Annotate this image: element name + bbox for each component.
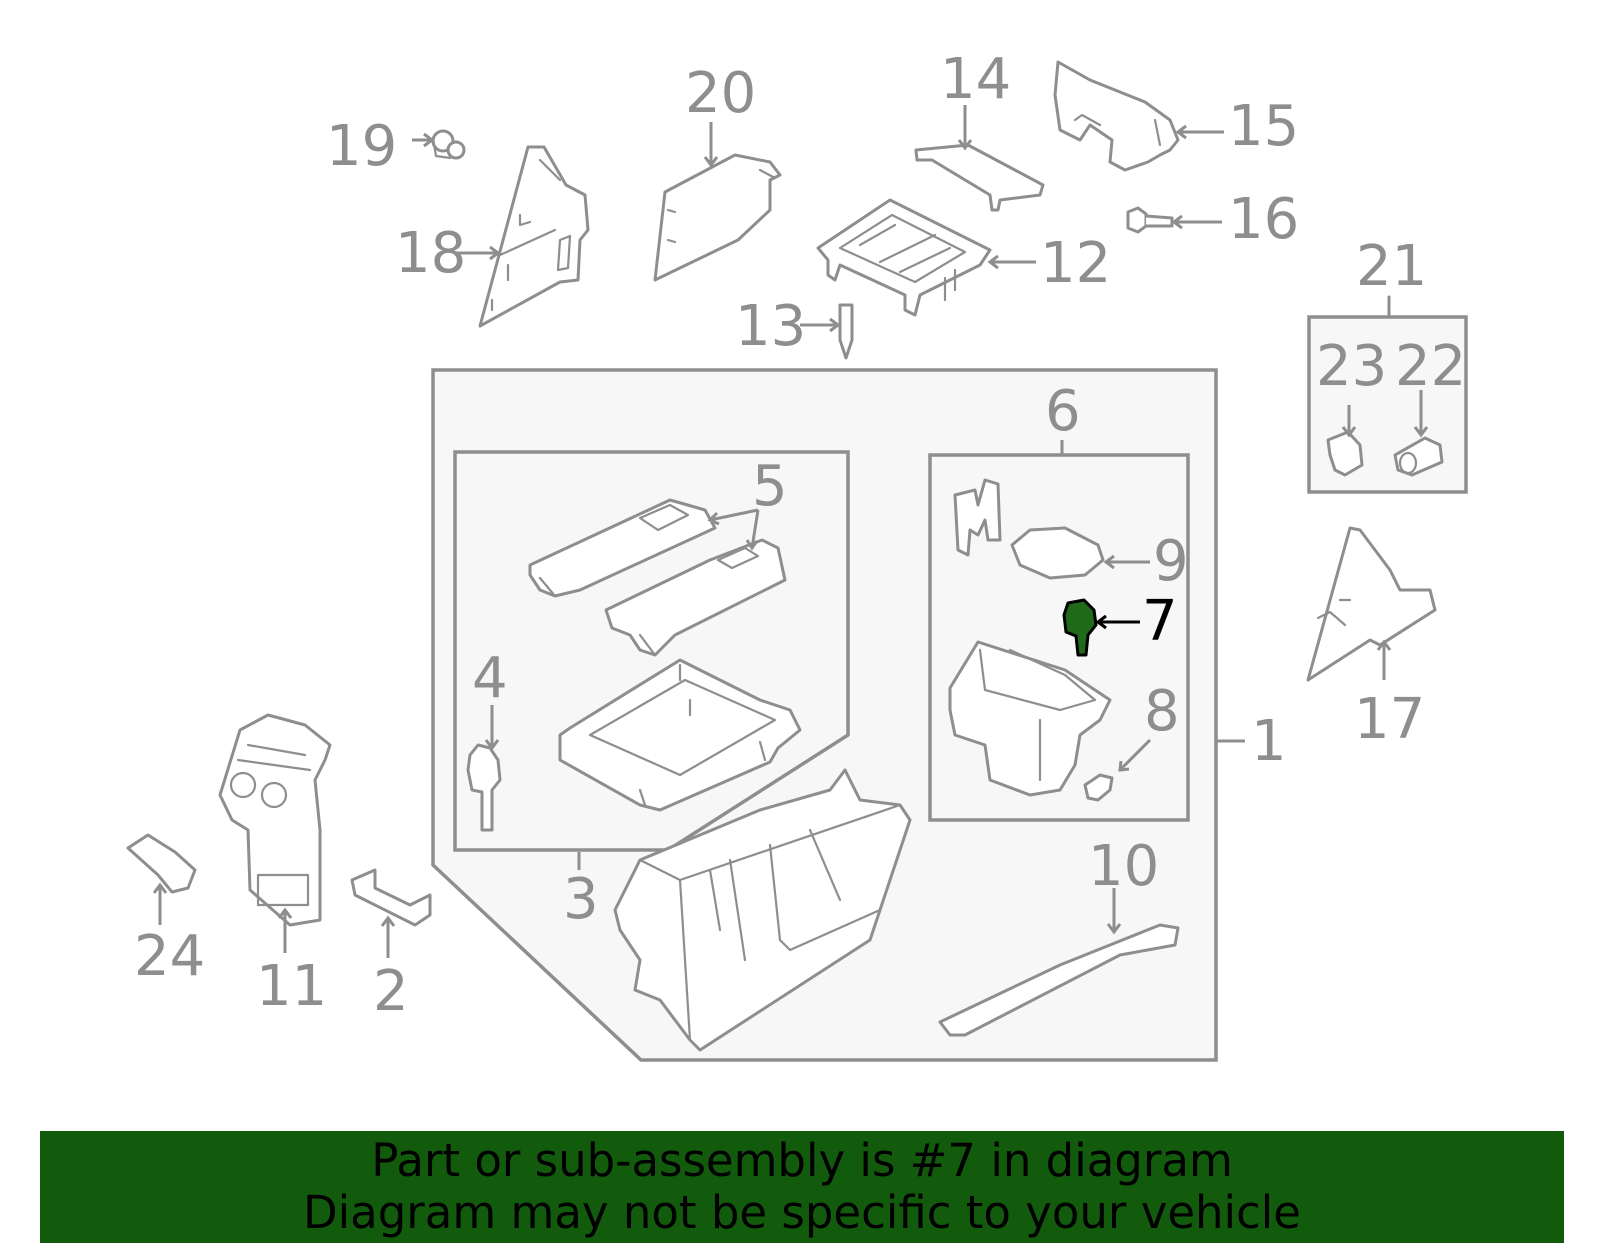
callout-7: 7	[1142, 589, 1178, 654]
callout-24: 24	[134, 924, 205, 989]
banner-line-2: Diagram may not be specific to your vehi…	[303, 1186, 1301, 1239]
part-20-panel	[653, 153, 782, 282]
info-banner: Part or sub-assembly is #7 in diagram Di…	[40, 1131, 1564, 1243]
part-1-console-body	[613, 768, 912, 1052]
part-15-bracket	[1053, 60, 1180, 172]
callout-10: 10	[1088, 834, 1159, 899]
callout-20: 20	[685, 61, 756, 126]
callout-11: 11	[256, 954, 327, 1019]
callout-6: 6	[1045, 379, 1081, 444]
callout-16: 16	[1228, 187, 1299, 252]
callout-23: 23	[1316, 334, 1387, 399]
banner-line-1: Part or sub-assembly is #7 in diagram	[371, 1134, 1233, 1187]
part-5-armrest-lids	[528, 498, 787, 657]
callout-3: 3	[563, 867, 599, 932]
callout-21: 21	[1356, 234, 1427, 299]
part-22-socket	[1393, 436, 1444, 477]
callout-8: 8	[1144, 679, 1180, 744]
part-3-armrest-base	[558, 658, 802, 812]
part-13-clip	[838, 303, 854, 360]
callout-13: 13	[735, 294, 806, 359]
callout-5: 5	[752, 454, 788, 519]
part-24-switch	[126, 833, 197, 894]
part-6-holder-bracket	[953, 478, 1002, 557]
callout-17: 17	[1354, 687, 1425, 752]
callout-15: 15	[1228, 94, 1299, 159]
callout-4: 4	[472, 646, 508, 711]
callout-2: 2	[373, 959, 409, 1024]
part-10-trim-strip	[938, 923, 1180, 1037]
part-17-side-panel	[1306, 526, 1437, 682]
part-18-side-panel	[478, 145, 590, 328]
callout-19: 19	[326, 114, 397, 179]
callout-14: 14	[940, 47, 1011, 112]
part-4-knob	[466, 743, 502, 832]
part-7-highlighted[interactable]	[1062, 598, 1098, 657]
callout-18: 18	[395, 221, 466, 286]
part-6-cupholder-body	[948, 640, 1112, 797]
part-8-clip	[1083, 773, 1114, 802]
callout-1: 1	[1251, 709, 1287, 774]
part-19-clip	[431, 129, 466, 160]
part-11-rear-vent	[218, 713, 332, 927]
callout-22: 22	[1395, 334, 1466, 399]
callout-labels: 19 18 20 14 15 16 12 13 21 23 22 6 5 9 7…	[134, 47, 1466, 1024]
leader-lines	[152, 105, 1429, 958]
part-2-bracket	[350, 868, 432, 927]
part-9-mat	[1010, 526, 1105, 580]
callout-12: 12	[1040, 231, 1111, 296]
part-12-tray	[816, 198, 992, 317]
callout-9: 9	[1153, 529, 1189, 594]
part-14-cover	[914, 143, 1045, 212]
part-16-bolt	[1126, 206, 1174, 234]
